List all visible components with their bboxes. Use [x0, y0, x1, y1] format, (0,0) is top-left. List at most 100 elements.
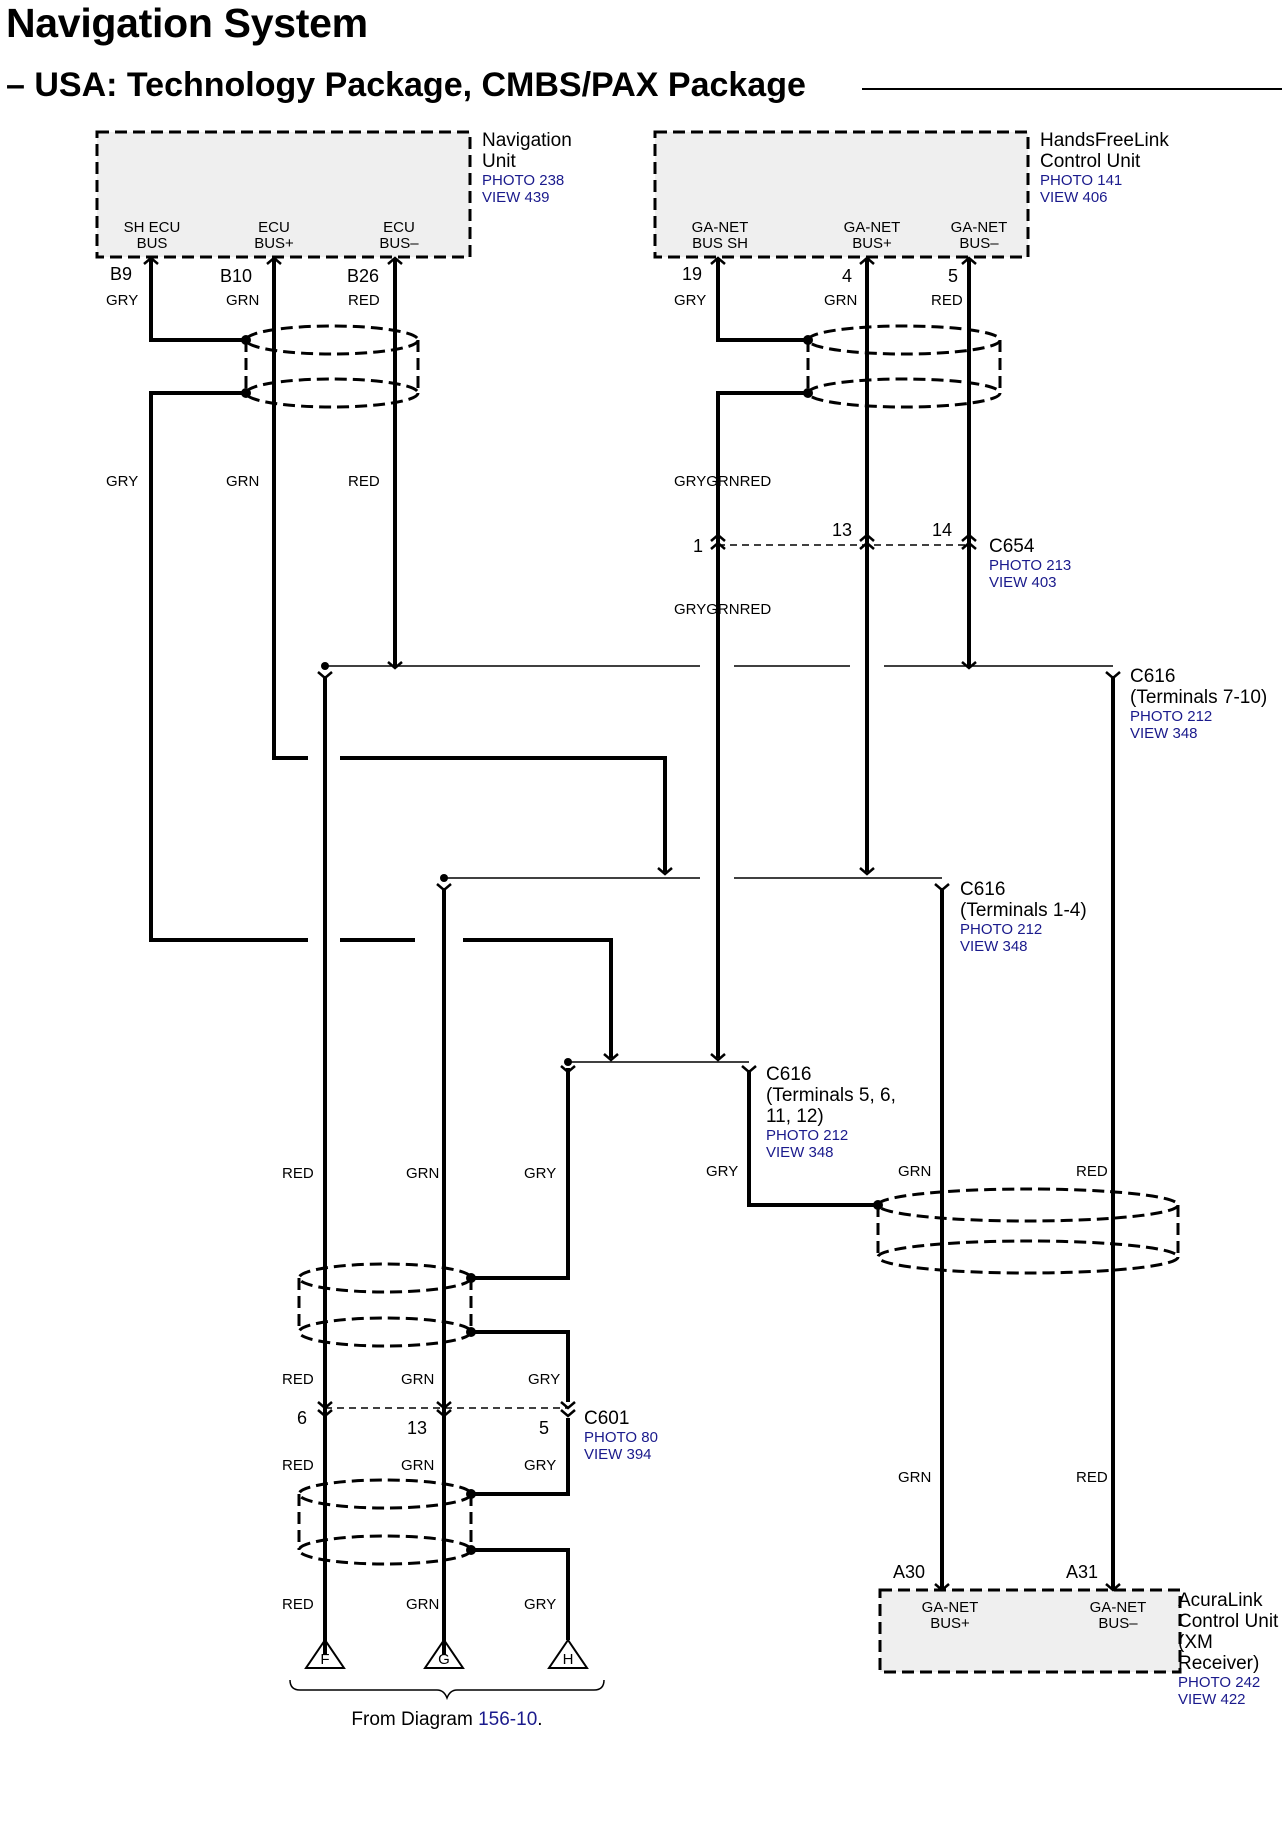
- c654-labels[interactable]: 1 13 14 C654 PHOTO 213 VIEW 403: [693, 520, 1071, 591]
- wire-label-nav-red-2: RED: [348, 473, 380, 490]
- off-page-marker-g[interactable]: G: [423, 1638, 465, 1669]
- hfl-shield: [806, 324, 1002, 409]
- wire-label-left-red: RED: [282, 1165, 314, 1182]
- wire-label-hfl-grn: GRN: [824, 292, 857, 309]
- handsfreelink-unit[interactable]: HandsFreeLink Control Unit PHOTO 141 VIE…: [653, 130, 1169, 259]
- wire-label-nav-gry: GRY: [106, 292, 138, 309]
- wire-label-hfl-red: RED: [931, 292, 963, 309]
- c601-labels[interactable]: 6 13 5 C601 PHOTO 80 VIEW 394: [297, 1408, 658, 1463]
- pin-a31-label-1: GA-NET: [1090, 1599, 1147, 1616]
- branch-lines: [325, 665, 1113, 1063]
- c654-terminal-13: 13: [832, 520, 852, 540]
- navigation-unit-photo-ref[interactable]: PHOTO 238: [482, 172, 564, 189]
- pin-19: 19: [682, 264, 702, 284]
- c616-7-10-labels[interactable]: C616 (Terminals 7-10) PHOTO 212 VIEW 348: [1130, 666, 1267, 742]
- navigation-unit-name-1: Navigation: [482, 130, 572, 151]
- wire-label-right-red: RED: [1076, 1163, 1108, 1180]
- wire-label-c601-in-gry: GRY: [528, 1371, 560, 1388]
- wires: [149, 258, 1115, 1655]
- c601-photo-ref: PHOTO 80: [584, 1429, 658, 1446]
- c654-name: C654: [989, 536, 1035, 557]
- wire-label-c601-out-red: RED: [282, 1457, 314, 1474]
- wire-label-acura-grn: GRN: [898, 1469, 931, 1486]
- acuralink-view-ref[interactable]: VIEW 422: [1178, 1691, 1246, 1708]
- acuralink-photo-ref[interactable]: PHOTO 242: [1178, 1674, 1260, 1691]
- c616-1-4-photo-ref: PHOTO 212: [960, 921, 1042, 938]
- svg-text:G: G: [438, 1651, 450, 1668]
- page-subtitle: – USA: Technology Package, CMBS/PAX Pack…: [6, 66, 806, 104]
- pin-b10-label-2: BUS+: [254, 235, 294, 252]
- connector-pins: [143, 256, 1121, 1592]
- nav-shield: [244, 324, 420, 409]
- c616-7-10-name: C616: [1130, 666, 1175, 687]
- pin-b9-label-2: BUS: [137, 235, 168, 252]
- page-title: Navigation System: [6, 0, 368, 46]
- acuralink-name-1: AcuraLink: [1178, 1590, 1263, 1611]
- wire-label-right-grn: GRN: [898, 1163, 931, 1180]
- wire-label-hfl-shield-2: GRYGRNRED: [674, 601, 771, 618]
- c601-terminal-6: 6: [297, 1408, 307, 1428]
- shields: [244, 324, 1180, 1566]
- wire-label-c601-out-gry: GRY: [524, 1457, 556, 1474]
- pin-a31-label-2: BUS–: [1098, 1615, 1138, 1632]
- wire-label-nav-gry-2: GRY: [106, 473, 138, 490]
- c616-1-4-name: C616: [960, 879, 1005, 900]
- off-page-bracket: [289, 1679, 605, 1701]
- wire-label-nav-red: RED: [348, 292, 380, 309]
- off-page-marker-h[interactable]: H: [547, 1638, 589, 1669]
- wire-label-g-grn: GRN: [406, 1596, 439, 1613]
- navigation-unit-view-ref[interactable]: VIEW 439: [482, 189, 550, 206]
- svg-text:F: F: [320, 1651, 329, 1668]
- wire-label-left-gry: GRY: [524, 1165, 556, 1182]
- off-page-markers: F G H: [289, 1638, 605, 1701]
- pin-4-label-1: GA-NET: [844, 219, 901, 236]
- navigation-unit[interactable]: Navigation Unit PHOTO 238 VIEW 439 SH EC…: [95, 130, 572, 259]
- c616-7-10-view-ref: VIEW 348: [1130, 725, 1198, 742]
- handsfreelink-view-ref[interactable]: VIEW 406: [1040, 189, 1108, 206]
- wire-label-h-gry: GRY: [524, 1596, 556, 1613]
- c616-1-4-labels[interactable]: C616 (Terminals 1-4) PHOTO 212 VIEW 348: [960, 879, 1087, 955]
- pin-b10-label-1: ECU: [258, 219, 290, 236]
- from-diagram-caption: From Diagram 156-10.: [351, 1709, 542, 1730]
- c601-terminal-13: 13: [407, 1418, 427, 1438]
- c616-7-10-sub: (Terminals 7-10): [1130, 687, 1267, 708]
- c654-photo-ref: PHOTO 213: [989, 557, 1071, 574]
- wire-label-c601-in-grn: GRN: [401, 1371, 434, 1388]
- pin-19-label-1: GA-NET: [692, 219, 749, 236]
- pin-5-label-2: BUS–: [959, 235, 999, 252]
- pin-a30-label-2: BUS+: [930, 1615, 970, 1632]
- wire-label-nav-grn-2: GRN: [226, 473, 259, 490]
- c616-5-12-view-ref: VIEW 348: [766, 1144, 834, 1161]
- c616-1-4-view-ref: VIEW 348: [960, 938, 1028, 955]
- svg-text:H: H: [563, 1651, 574, 1668]
- pin-a30-label-1: GA-NET: [922, 1599, 979, 1616]
- c601-terminal-5: 5: [539, 1418, 549, 1438]
- pin-b26-label-2: BUS–: [379, 235, 419, 252]
- c616-5-12-sub-2: 11, 12): [766, 1106, 824, 1127]
- off-page-marker-f[interactable]: F: [304, 1638, 346, 1669]
- c616-7-10-photo-ref: PHOTO 212: [1130, 708, 1212, 725]
- wire-label-acura-red: RED: [1076, 1469, 1108, 1486]
- pin-b9: B9: [110, 264, 132, 284]
- connector-dash-lines: [325, 544, 969, 1409]
- pin-b10: B10: [220, 266, 252, 286]
- pin-b26: B26: [347, 266, 379, 286]
- acuralink-unit[interactable]: AcuraLink Control Unit (XM Receiver) PHO…: [878, 1588, 1279, 1708]
- c601-name: C601: [584, 1408, 629, 1429]
- c654-view-ref: VIEW 403: [989, 574, 1057, 591]
- wire-labels: GRY GRN RED GRY GRN RED GRY GRN RED GRYG…: [106, 292, 1108, 1613]
- diagram-link[interactable]: 156-10: [478, 1709, 537, 1730]
- wire-label-nav-grn: GRN: [226, 292, 259, 309]
- wire-label-c601-out-grn: GRN: [401, 1457, 434, 1474]
- handsfreelink-photo-ref[interactable]: PHOTO 141: [1040, 172, 1122, 189]
- pin-19-label-2: BUS SH: [692, 235, 748, 252]
- handsfreelink-name-2: Control Unit: [1040, 151, 1141, 172]
- acuralink-name-2: Control Unit: [1178, 1611, 1279, 1632]
- navigation-unit-name-2: Unit: [482, 151, 517, 172]
- wire-label-mid-gry: GRY: [706, 1163, 738, 1180]
- c616-1-4-sub: (Terminals 1-4): [960, 900, 1087, 921]
- wire-label-c601-in-red: RED: [282, 1371, 314, 1388]
- c616-5-12-labels[interactable]: C616 (Terminals 5, 6, 11, 12) PHOTO 212 …: [766, 1064, 896, 1161]
- c601-view-ref: VIEW 394: [584, 1446, 652, 1463]
- pin-5-label-1: GA-NET: [951, 219, 1008, 236]
